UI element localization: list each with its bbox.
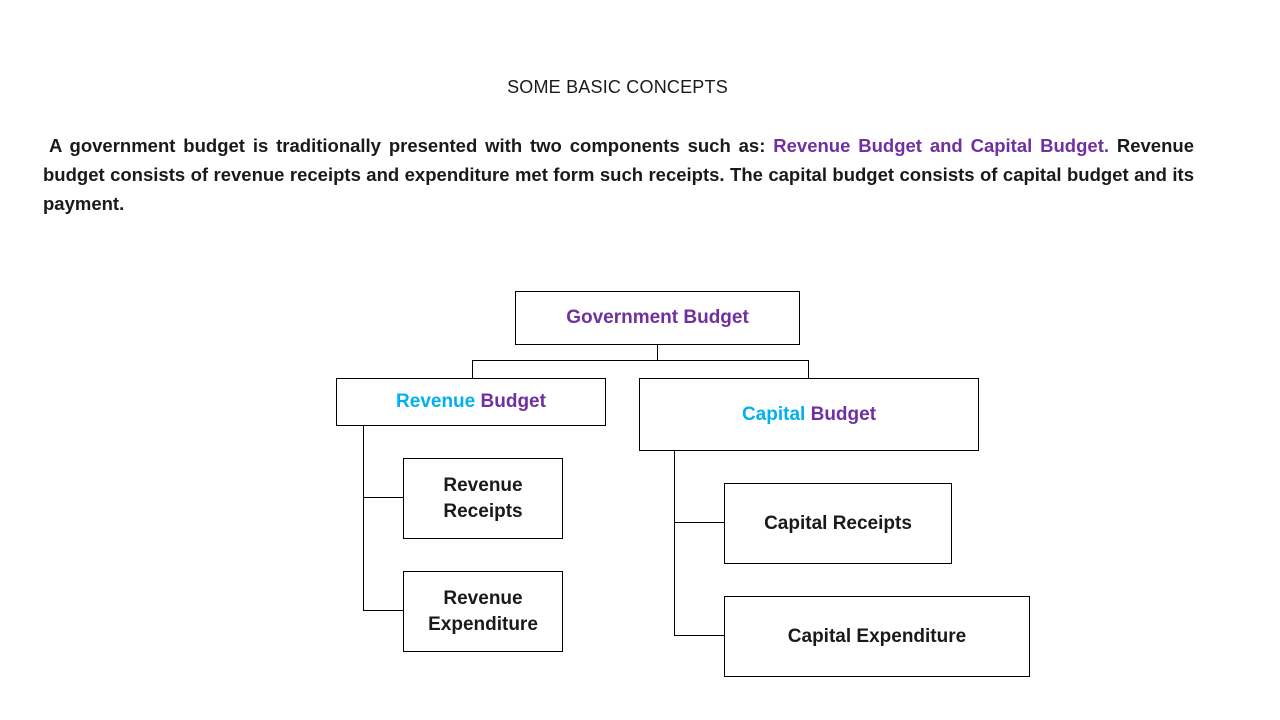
connector-revenue-expenditure (363, 610, 403, 611)
node-capital-budget-word2: Budget (805, 403, 877, 425)
node-capital-receipts: Capital Receipts (724, 483, 952, 564)
node-revenue-receipts-label: Revenue Receipts (443, 474, 523, 522)
intro-paragraph: A government budget is traditionally pre… (43, 131, 1194, 218)
node-government-budget-label: Government Budget (566, 307, 749, 328)
node-revenue-budget-word1: Revenue (396, 391, 476, 412)
connector-root-branch (472, 360, 809, 361)
node-capital-receipts-label: Capital Receipts (764, 512, 912, 534)
node-revenue-budget-word2: Budget (475, 391, 546, 412)
connector-to-revenue (472, 360, 473, 378)
connector-revenue-receipts (363, 497, 403, 498)
node-revenue-expenditure: Revenue Expenditure (403, 571, 563, 652)
intro-text-1: A government budget is traditionally pre… (49, 135, 774, 156)
node-capital-expenditure-label: Capital Expenditure (787, 625, 967, 647)
connector-capital-trunk (674, 450, 675, 636)
node-revenue-budget: Revenue Budget (336, 378, 606, 426)
connector-capital-receipts (674, 522, 724, 523)
node-capital-expenditure: Capital Expenditure (724, 596, 1030, 677)
node-capital-budget-word1: Capital (741, 403, 806, 425)
page-title: SOME BASIC CONCEPTS (507, 77, 728, 97)
connector-to-capital (808, 360, 809, 378)
node-capital-budget: Capital Budget (639, 378, 979, 451)
intro-highlight: Revenue Budget and Capital Budget. (773, 135, 1109, 156)
node-revenue-expenditure-label: Revenue Expenditure (428, 587, 538, 635)
connector-revenue-trunk (363, 425, 364, 611)
intro-text-2: Revenue budget consists of revenue recei… (43, 135, 1194, 214)
connector-root-down (657, 344, 658, 361)
connector-capital-expenditure (674, 635, 724, 636)
node-revenue-receipts: Revenue Receipts (403, 458, 563, 539)
node-government-budget: Government Budget (515, 291, 800, 345)
